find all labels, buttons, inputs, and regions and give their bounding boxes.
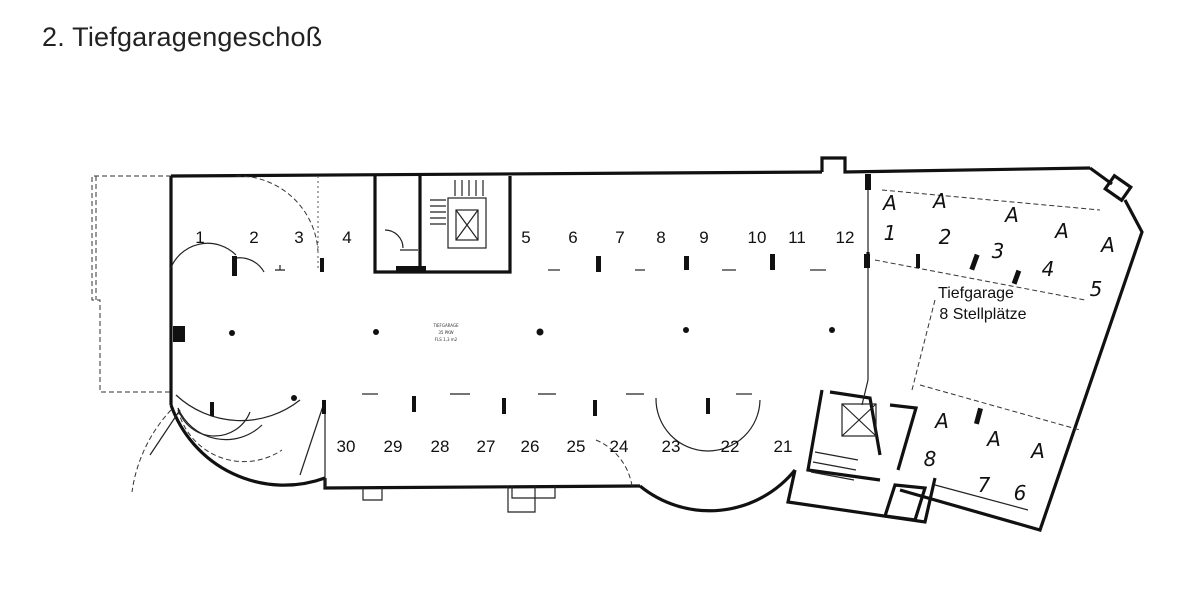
space-number: 30 [337, 437, 356, 456]
space-number: 10 [748, 228, 767, 247]
space-number: 26 [521, 437, 540, 456]
garage-label-line-1: Tiefgarage [938, 285, 1014, 302]
handwritten-letter: A [1003, 203, 1019, 227]
space-number: 22 [721, 437, 740, 456]
space-number: 12 [836, 228, 855, 247]
space-number: 11 [788, 228, 806, 247]
columns [173, 174, 1022, 425]
handwritten-letter: A [1029, 439, 1045, 463]
garage-label-line-2: 8 Stellplätze [939, 306, 1026, 323]
handwritten-number: 7 [978, 473, 991, 497]
page-title: 2. Tiefgaragengeschoß [42, 22, 323, 52]
handwritten-letter: A [881, 191, 897, 215]
handwritten-letter: A [985, 427, 1001, 451]
center-note-line-1: TIEFGARAGE [432, 323, 459, 328]
handwritten-letter: A [1099, 233, 1115, 257]
outline-dashed [91, 175, 172, 493]
right-garage-interior [874, 189, 1101, 511]
space-number: 25 [567, 437, 586, 456]
handwritten-number: 1 [884, 221, 897, 245]
space-number: 8 [656, 228, 665, 247]
handwritten-number: 6 [1014, 481, 1027, 505]
handwritten-labels-top: A 1 A 2 A 3 A 4 A 5 [881, 189, 1115, 301]
handwritten-number: 3 [992, 239, 1005, 263]
handwritten-labels-bottom: A 8 A 7 A 6 [924, 409, 1045, 505]
space-number: 21 [774, 437, 793, 456]
stair-core-right [806, 379, 928, 522]
space-number: 2 [249, 228, 258, 247]
handwritten-letter: A [1053, 219, 1069, 243]
handwritten-number: 4 [1042, 257, 1055, 281]
space-numbers-bottom: 30 29 28 27 26 25 24 23 22 21 [337, 437, 793, 456]
turnaround-ramp [149, 394, 301, 463]
center-note-line-2: 35 PKW [438, 330, 453, 335]
space-number: 29 [384, 437, 403, 456]
space-numbers-top: 1 2 3 4 5 6 7 8 9 10 11 12 [195, 228, 854, 247]
handwritten-number: 5 [1090, 277, 1103, 301]
space-dividers-bottom [299, 397, 761, 488]
space-number: 5 [521, 228, 530, 247]
garage-label: Tiefgarage 8 Stellplätze [938, 285, 1027, 323]
space-dividers-top [169, 175, 319, 273]
handwritten-letter: A [933, 409, 949, 433]
space-number: 3 [294, 228, 303, 247]
outer-walls [169, 156, 1144, 532]
handwritten-number: 8 [924, 447, 937, 471]
space-number: 1 [195, 228, 204, 247]
space-number: 23 [662, 437, 681, 456]
handwritten-number: 2 [939, 225, 952, 249]
handwritten-letter: A [931, 189, 947, 213]
stair-core-top [373, 176, 512, 274]
space-number: 6 [568, 228, 577, 247]
space-number: 24 [610, 437, 629, 456]
center-note-line-3: FLS 1,3 m2 [435, 337, 458, 342]
space-number: 7 [615, 228, 624, 247]
space-number: 28 [431, 437, 450, 456]
space-number: 9 [699, 228, 708, 247]
space-number: 27 [477, 437, 496, 456]
space-number: 4 [342, 228, 351, 247]
small-marks [275, 265, 826, 395]
center-note: TIEFGARAGE 35 PKW FLS 1,3 m2 [432, 323, 459, 342]
